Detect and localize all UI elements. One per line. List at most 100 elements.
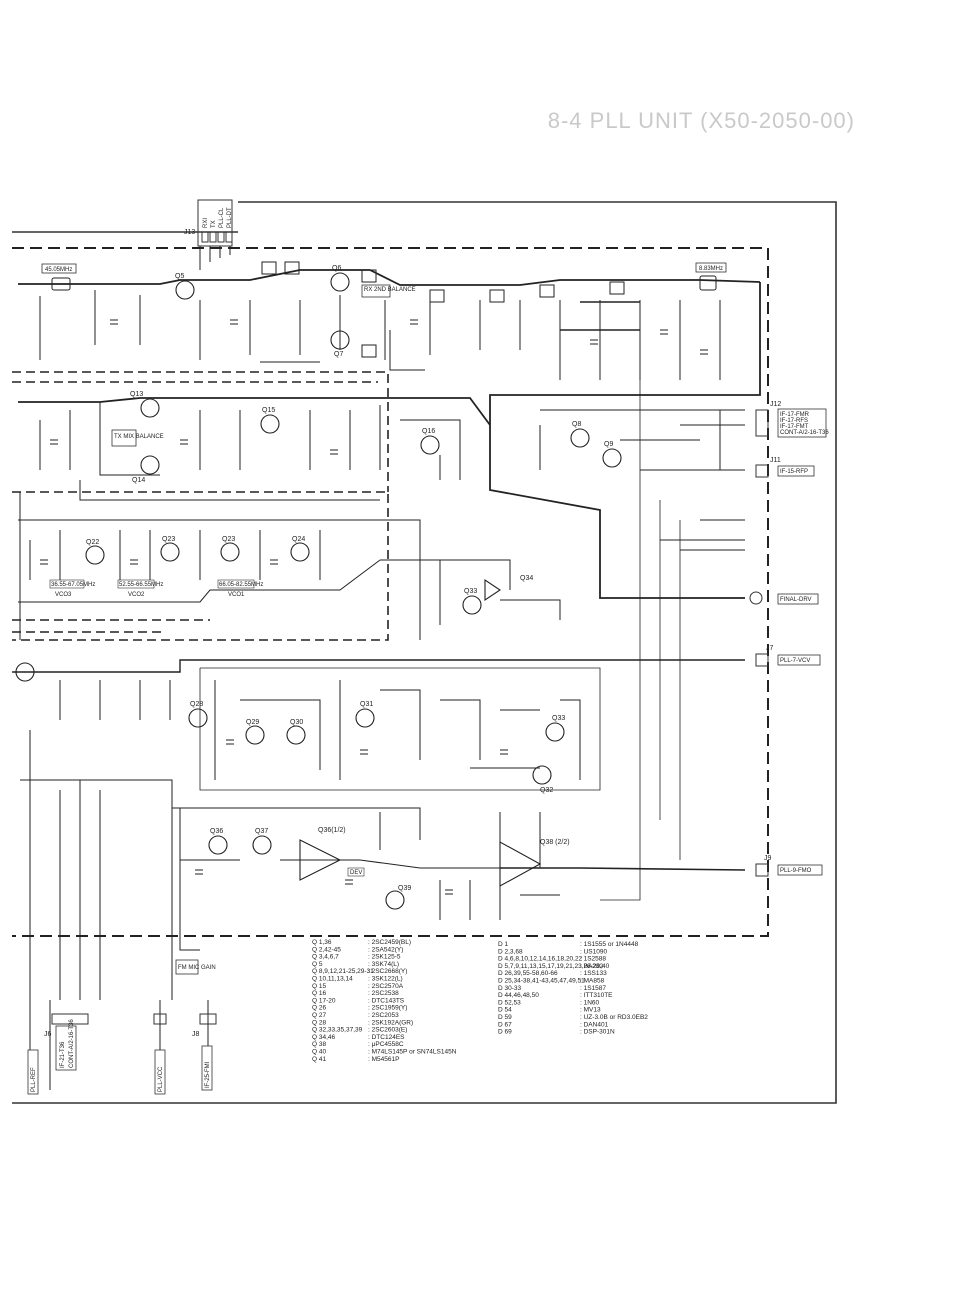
q38-label: Q38 (2/2)	[540, 839, 570, 846]
svg-text:Q34: Q34	[520, 575, 533, 582]
j9-pin-1: PLL-9-FMO	[780, 868, 812, 874]
j8-pin-1: IF-25-FMI	[205, 1061, 211, 1088]
diode-legend-ref: D 54	[498, 1007, 512, 1014]
j6-pin-2: IF-21-T36	[60, 1041, 66, 1068]
svg-text:Q5: Q5	[175, 273, 184, 280]
connector-j6: J6 PLL-REF IF-21-T36 CONT-A/2-16-T36	[27, 1013, 89, 1095]
svg-text:Q15: Q15	[262, 407, 275, 414]
j11-label: J11	[770, 457, 781, 464]
diode-legend-part: : 1S1555 or 1N4448	[580, 941, 639, 948]
svg-text:Q30: Q30	[290, 719, 303, 726]
transistor-legend-part: : DTC143TS	[368, 997, 405, 1004]
transistor-legend-ref: Q 15	[312, 983, 326, 990]
transistor-legend-part: : μPC4558C	[368, 1041, 404, 1048]
svg-text:Q36: Q36	[210, 828, 223, 835]
rf-chain-wiring	[18, 246, 761, 425]
j6-pin-1: PLL-REF	[31, 1067, 37, 1092]
vcc-pin-1: PLL-VCC	[158, 1066, 164, 1092]
diode-legend-part: : 1N60	[580, 999, 600, 1006]
diode-legend-part: : 1SS133	[580, 970, 607, 977]
vco1-label: VCO1	[228, 592, 245, 598]
parts-legend: Q 1,36: 2SC2459(BL)Q 2,42-45: 2SA542(Y)Q…	[312, 939, 648, 1063]
transistor-legend-part: : 3SK122(L)	[368, 976, 403, 983]
diode-legend-ref: D 67	[498, 1021, 512, 1028]
diode-legend-part: : 1S2588	[580, 956, 606, 963]
transistors	[15, 272, 622, 910]
connector-vcc: PLL-VCC	[153, 1013, 167, 1095]
q36-label: Q36(1/2)	[318, 827, 346, 834]
j7-label: J7	[766, 645, 774, 652]
connector-j9: J9 PLL-9-FMO	[755, 855, 823, 877]
transistor-legend-ref: Q 8,9,12,21-25,29-31	[312, 968, 374, 975]
diode-legend-ref: D 69	[498, 1029, 512, 1036]
svg-text:Q31: Q31	[360, 701, 373, 708]
annotation-boxes: 45.05MHz 8.83MHz RX 2ND BALANCE TX MIX B…	[41, 262, 727, 975]
transistor-legend-ref: Q 41	[312, 1056, 326, 1063]
vco1-range: 66.05-82.55MHz	[219, 582, 263, 588]
svg-text:Q13: Q13	[130, 391, 143, 398]
diode-legend-ref: D 5,7,9,11,13,15,17,19,21,23,26-29,40	[498, 963, 610, 970]
vco3-range: 36.55-67.05MHz	[51, 582, 95, 588]
diode-legend-ref: D 30-33	[498, 985, 522, 992]
diode-legend-part: : DAN401	[580, 1021, 609, 1028]
dev-label: DEV	[350, 870, 362, 876]
svg-text:Q39: Q39	[398, 885, 411, 892]
svg-text:Q14: Q14	[132, 477, 145, 484]
diode-legend-part: : UZ-3.0B or RD3.0EB2	[580, 1014, 648, 1021]
vco3-label: VCO3	[55, 592, 72, 598]
transistor-legend-ref: Q 28	[312, 1019, 326, 1026]
j6-label: J6	[44, 1031, 52, 1038]
transistor-legend-ref: Q 3,4,6,7	[312, 954, 339, 961]
transistor-legend-ref: Q 38	[312, 1041, 326, 1048]
transistor-legend-part: : DTC124ES	[368, 1034, 405, 1041]
fm-mic-gain-label: FM MIC GAIN	[178, 965, 216, 971]
transistor-legend-part: : 3SK74(L)	[368, 961, 399, 968]
diode-legend-ref: D 4,6,8,10,12,14,16,18,20,22	[498, 956, 583, 963]
transistor-legend-ref: Q 32,33,35,37,39	[312, 1027, 363, 1034]
transistor-legend-part: : M54561P	[368, 1056, 399, 1063]
j12-pin-2: IF-17-RFS	[780, 418, 808, 424]
connector-j13: J13 RXI TX PLL-CL PLL-DT	[184, 199, 233, 247]
j12-label: J12	[770, 401, 781, 408]
svg-text:Q16: Q16	[422, 428, 435, 435]
loop-filter-wiring	[12, 380, 746, 1090]
svg-text:Q22: Q22	[86, 539, 99, 546]
transistor-legend-part: : 2SC2053	[368, 1012, 399, 1019]
transistor-legend-part: : M74LS145P or SN74LS145N	[368, 1049, 457, 1056]
svg-text:Q33: Q33	[464, 588, 477, 595]
svg-text:Q33: Q33	[552, 715, 565, 722]
op-amps	[299, 578, 542, 887]
j9-label: J9	[764, 855, 772, 862]
svg-text:Q29: Q29	[246, 719, 259, 726]
transistor-legend-ref: Q 16	[312, 990, 326, 997]
sheet-border	[12, 201, 837, 1104]
transistor-legend-part: : 2SC2538	[368, 990, 399, 997]
transistor-legend-part: : 2SC2668(Y)	[368, 968, 407, 975]
shield-enclosure	[12, 247, 769, 937]
connector-j10: FINAL-DRV	[749, 591, 819, 605]
vco2-label: VCO2	[128, 592, 145, 598]
diode-legend-part: : MV13	[580, 1007, 601, 1014]
transistor-legend-ref: Q 2,42-45	[312, 946, 341, 953]
svg-text:Q23: Q23	[162, 536, 175, 543]
transformers-top	[51, 261, 717, 358]
inner-shields	[12, 371, 389, 641]
section-title: 8-4 PLL UNIT (X50-2050-00)	[548, 108, 855, 133]
svg-text:Q6: Q6	[332, 265, 341, 272]
transistor-legend-ref: Q 17-20	[312, 997, 336, 1004]
svg-text:Q28: Q28	[190, 701, 203, 708]
connector-j12: J12 IF-17-FMR IF-17-RFS IF-17-FMT CONT-A…	[755, 401, 829, 438]
transistor-legend-part: : 2SC2603(E)	[368, 1027, 407, 1034]
j13-label: J13	[184, 229, 195, 236]
transistor-legend-ref: Q 26	[312, 1005, 326, 1012]
j12-pin-1: IF-17-FMR	[780, 412, 810, 418]
vco2-range: 52.55-66.55MHz	[119, 582, 163, 588]
diode-legend-ref: D 1	[498, 941, 509, 948]
diode-legend-part: : ITT310TE	[580, 992, 613, 999]
diode-legend-ref: D 44,46,48,50	[498, 992, 539, 999]
transistor-legend-ref: Q 10,11,13,14	[312, 976, 353, 983]
transistor-legend-part: : 2SC1959(Y)	[368, 1005, 407, 1012]
svg-text:Q9: Q9	[604, 441, 613, 448]
